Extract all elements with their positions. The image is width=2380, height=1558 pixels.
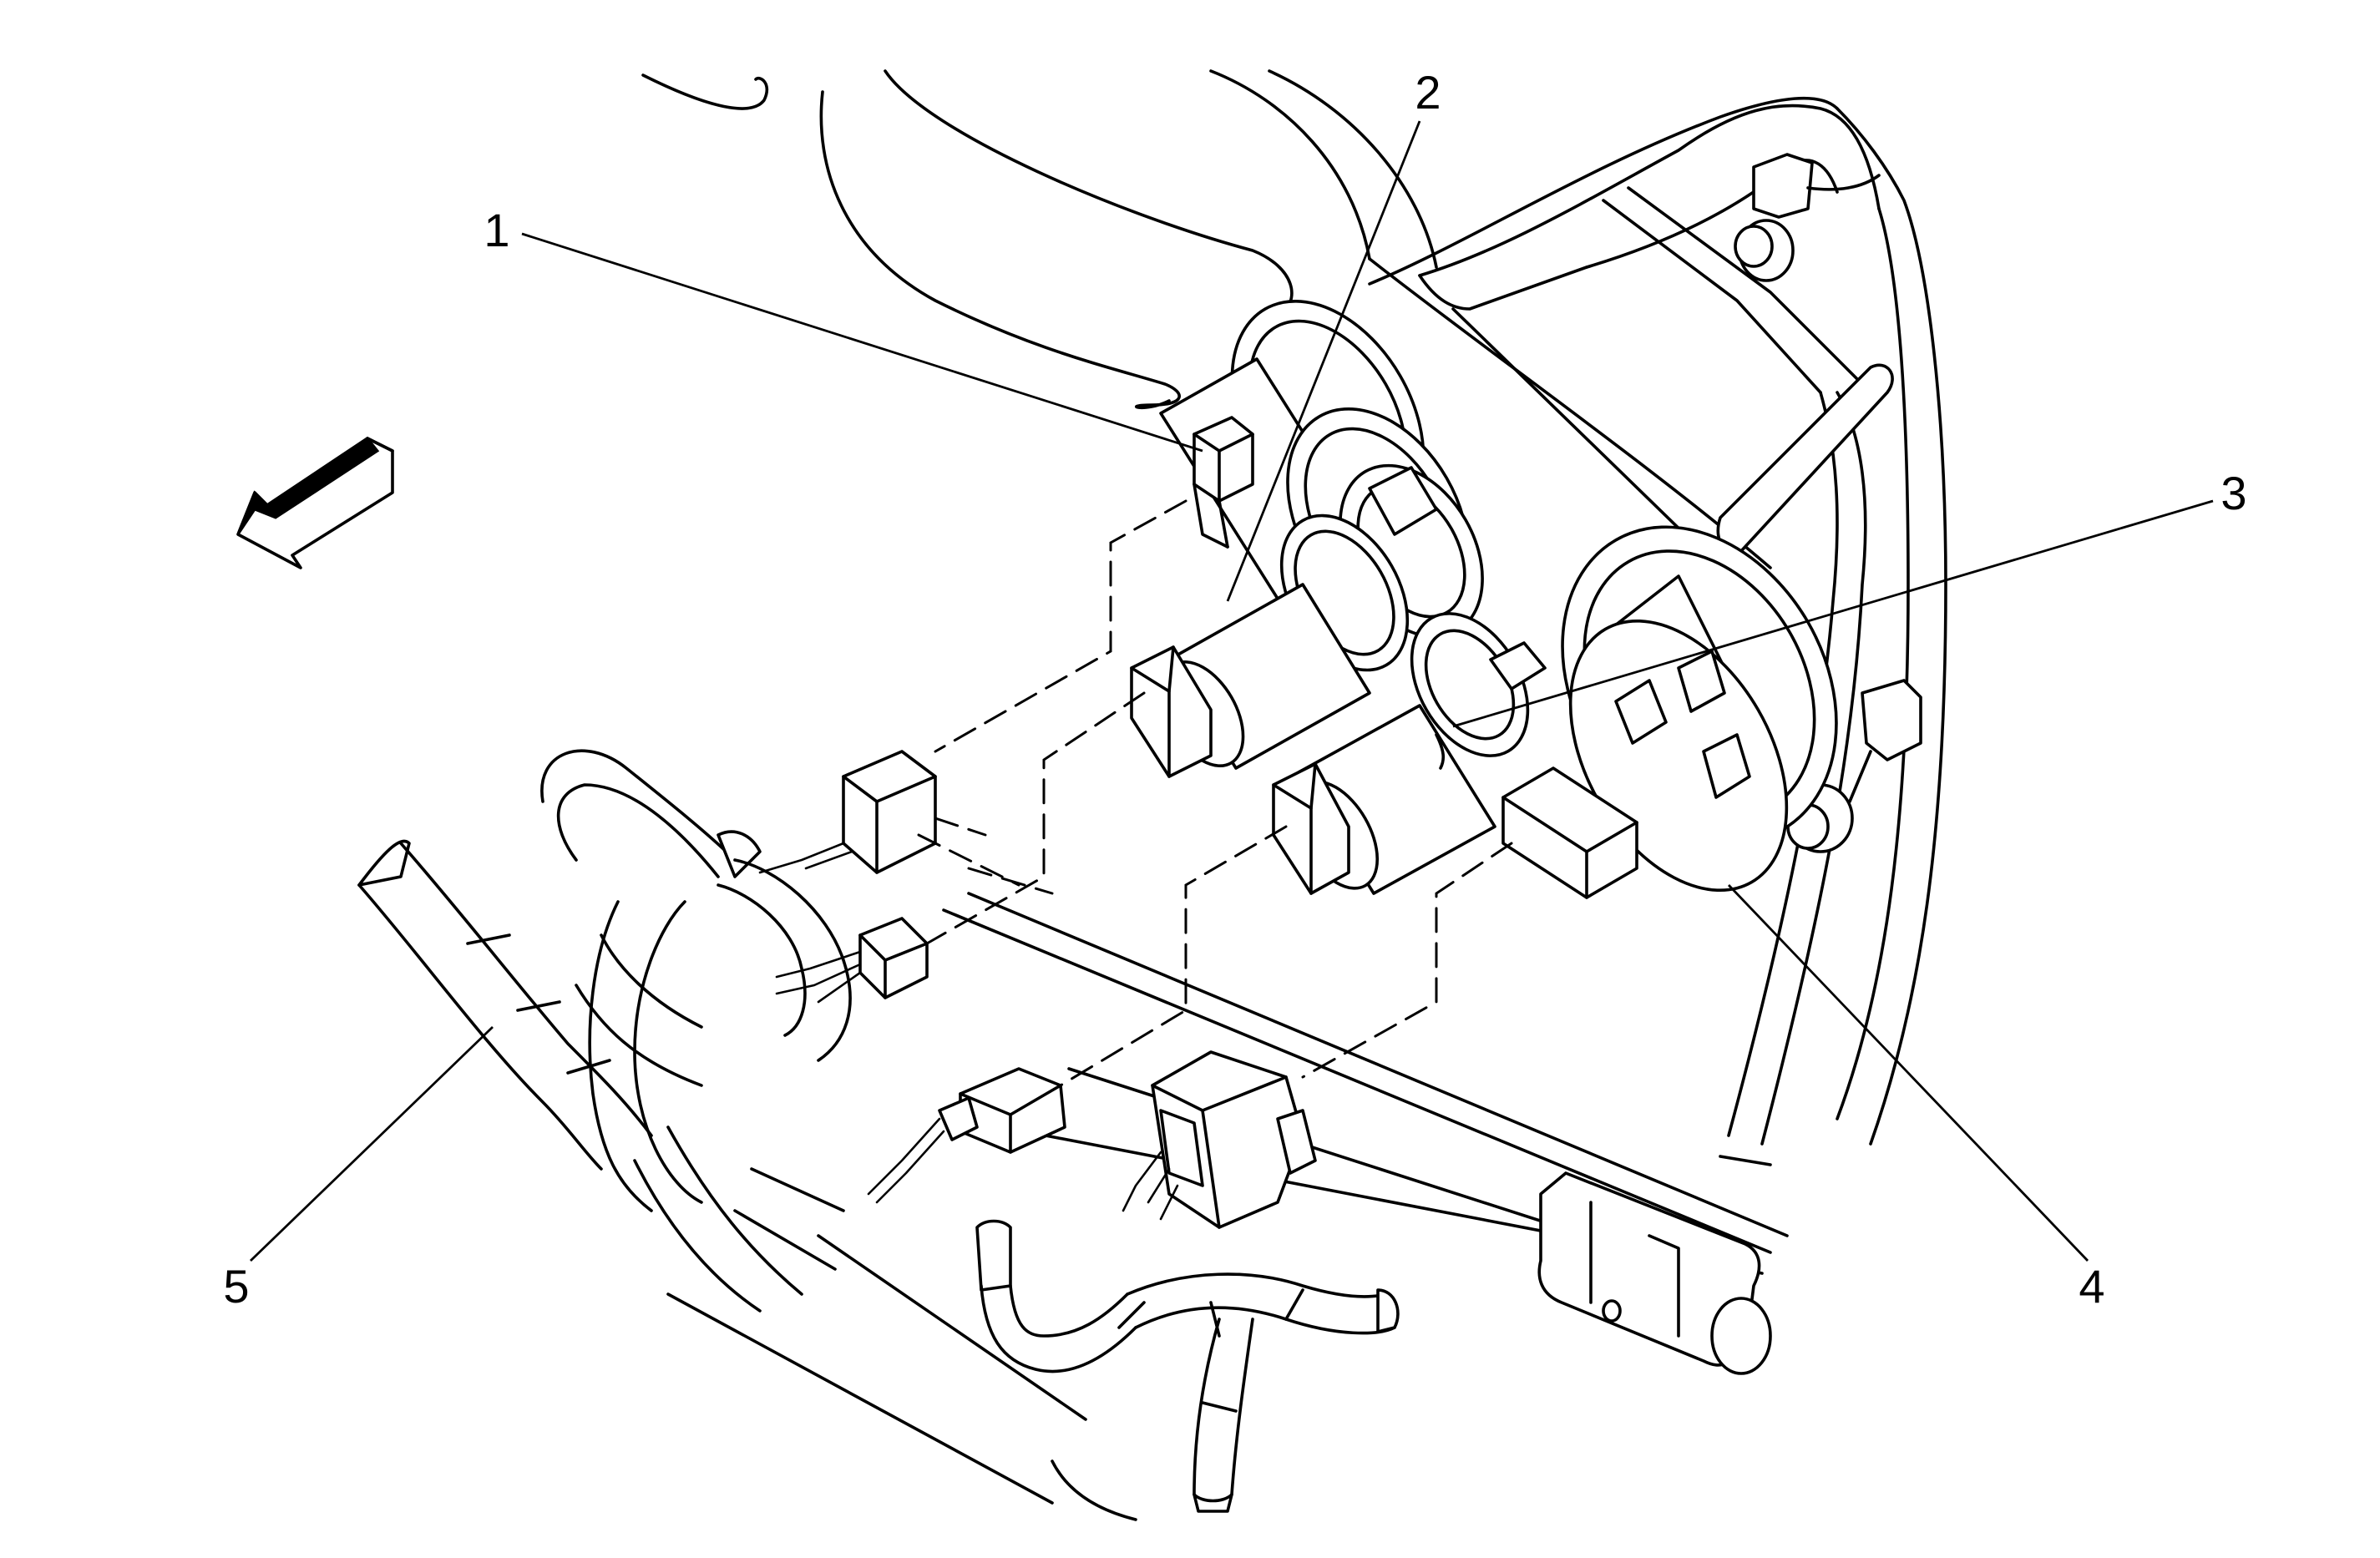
leader-lines xyxy=(250,120,2214,1262)
alignment-lines xyxy=(917,499,1513,1087)
harness-connector-middle xyxy=(775,917,929,1004)
leader-2 xyxy=(1226,120,1421,602)
leader-5 xyxy=(250,1025,494,1262)
callout-labels: 1 2 3 4 5 xyxy=(223,66,2246,1313)
switch-1 xyxy=(1193,416,1254,549)
front-direction-arrow-icon xyxy=(236,436,394,569)
callout-4: 4 xyxy=(2079,1260,2104,1313)
harness-connector-switch-4 xyxy=(1122,1050,1317,1229)
callout-5: 5 xyxy=(223,1260,249,1313)
wiring-harness xyxy=(357,749,1400,1521)
callout-1: 1 xyxy=(484,204,509,256)
mounting-bracket xyxy=(1537,1171,1772,1375)
harness-connector-lower xyxy=(867,1067,1066,1204)
harness-connector-upper xyxy=(758,750,937,874)
leader-3 xyxy=(1452,499,2214,728)
switch-2 xyxy=(1130,463,1484,778)
callout-3: 3 xyxy=(2220,467,2246,519)
leader-4 xyxy=(1727,884,2089,1262)
switch-4 xyxy=(1489,525,1838,899)
leader-1 xyxy=(521,232,1203,453)
panel-clip-upper xyxy=(1734,153,1881,282)
switch-3 xyxy=(1272,612,1530,895)
callout-2: 2 xyxy=(1415,66,1441,119)
